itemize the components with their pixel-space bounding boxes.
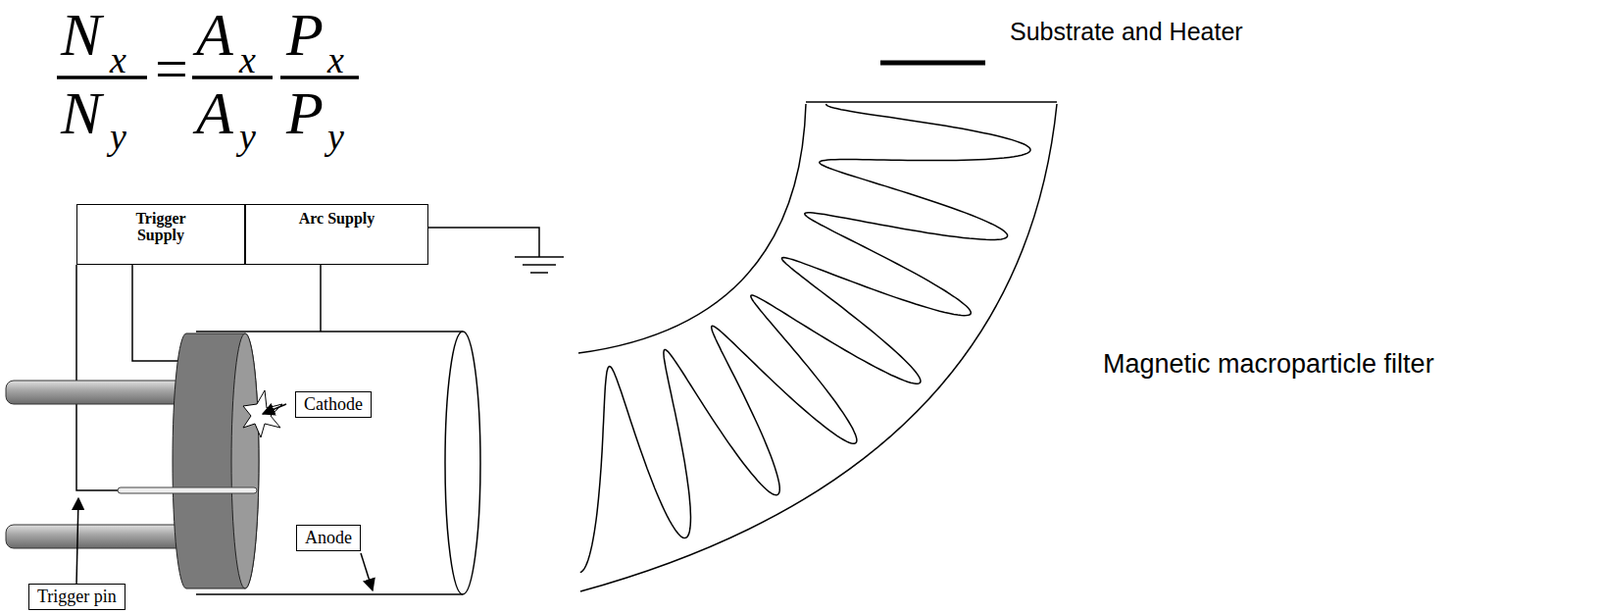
ground-symbol [514, 256, 564, 273]
equation-symbol: N [60, 3, 101, 65]
box-label: Cathode [303, 395, 363, 414]
equation-symbol: A [196, 82, 234, 144]
part-label: Magnetic macroparticle filter [1102, 350, 1435, 378]
power-supply-box: Arc Supply [245, 203, 429, 265]
callout-box: Cathode [295, 391, 372, 418]
box-label: Trigger pin [37, 587, 117, 606]
fraction-bar [56, 75, 359, 80]
power-supply-box: Trigger Supply [76, 203, 246, 265]
equation-subscript: x [109, 41, 127, 79]
equation-subscript: y [239, 117, 256, 155]
box-label: Anode [304, 528, 352, 548]
box-label: Trigger Supply [121, 210, 200, 245]
equation-symbol: A [196, 3, 234, 65]
plasma-stream [580, 103, 1031, 573]
support-rod [5, 380, 195, 549]
callout-box: Anode [296, 524, 361, 551]
part-label: Substrate and Heater [1009, 19, 1244, 45]
cathode-disk [172, 333, 259, 589]
box-label: Arc Supply [298, 210, 377, 228]
callout-box: Trigger pin [28, 583, 126, 610]
equation-symbol: P [286, 82, 324, 144]
equation-subscript: x [327, 41, 345, 79]
equation-subscript: y [327, 117, 345, 155]
substrate-line [880, 60, 986, 66]
anode-cylinder [196, 331, 481, 595]
equals-sign: = [154, 39, 189, 99]
leader-arrow [76, 403, 373, 591]
equation-symbol: P [286, 3, 324, 65]
equation-symbol: N [60, 82, 101, 144]
equation-subscript: y [109, 117, 127, 155]
trigger-pin [117, 487, 257, 494]
equation-subscript: x [239, 41, 256, 79]
filter-duct [578, 101, 1057, 592]
